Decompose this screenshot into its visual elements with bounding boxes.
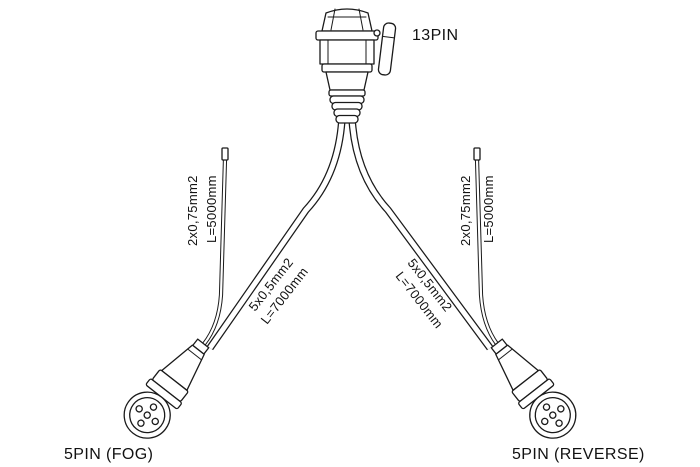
left-cable (206, 117, 346, 351)
left-aux-wire-tip (221, 147, 229, 161)
right-aux-wire (473, 147, 499, 346)
13pin-connector-drawing (315, 8, 397, 124)
latch-lever (377, 22, 397, 76)
left-5pin-face (123, 391, 171, 439)
right-cable (348, 117, 494, 351)
left-aux-wire (202, 147, 229, 346)
right-5pin-face (529, 391, 577, 439)
left-5pin-connector (123, 338, 210, 439)
left-aux-wire-spec-label: 2x0,75mm2 (185, 175, 200, 246)
13pin-label: 13PIN (412, 27, 458, 44)
left-connector-label: 5PIN (FOG) (64, 446, 153, 463)
right-aux-wire-spec-label: 2x0,75mm2 (458, 175, 473, 246)
left-aux-wire-length-label: L=5000mm (204, 175, 219, 243)
right-5pin-connector (490, 338, 577, 439)
right-aux-wire-tip (473, 147, 481, 161)
right-connector-label: 5PIN (REVERSE) (512, 446, 645, 463)
right-aux-wire-length-label: L=5000mm (481, 175, 496, 243)
